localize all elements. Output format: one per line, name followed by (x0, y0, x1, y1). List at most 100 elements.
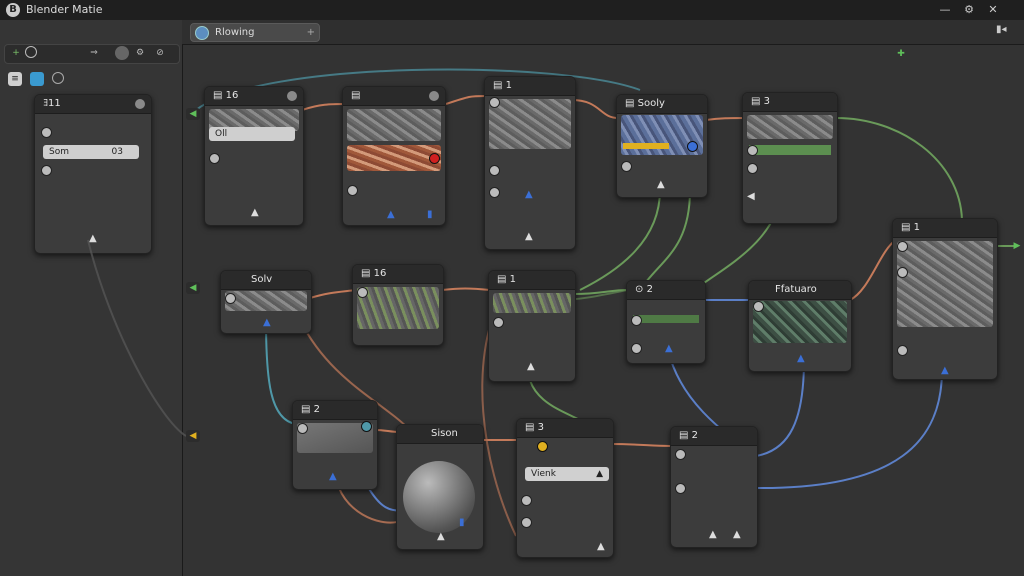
expand-arrow-icon[interactable]: ▲ (525, 231, 533, 242)
socket-icon[interactable] (209, 153, 220, 164)
color-socket-icon[interactable] (429, 153, 440, 164)
socket-icon[interactable] (621, 161, 632, 172)
socket-icon[interactable] (753, 301, 764, 312)
socket-icon[interactable] (897, 241, 908, 252)
expand-arrow-icon[interactable]: ▲ (597, 541, 605, 552)
input-arrow-icon[interactable]: ▲ (665, 343, 673, 354)
group-input-icon[interactable]: ◀ (186, 108, 200, 120)
node-1-field[interactable]: Oll (209, 127, 295, 141)
node-7[interactable]: Solv ▲ (220, 270, 312, 334)
collapse-icon[interactable] (429, 91, 439, 101)
socket-icon[interactable] (747, 163, 758, 174)
node-2[interactable]: ▤ ▲ ▮ (342, 86, 446, 226)
node-8[interactable]: ▤ 16 (352, 264, 444, 346)
color-socket-icon[interactable] (537, 441, 548, 452)
settings-icon[interactable]: ⚙ (964, 3, 974, 16)
socket-icon[interactable] (897, 267, 908, 278)
left-arrow-icon[interactable]: ◀ (747, 191, 755, 202)
node-9[interactable]: ▤ 1 ▲ (488, 270, 576, 382)
node-title: ▤ 3 (517, 419, 613, 438)
node-5[interactable]: ▤ 3 ◀ (742, 92, 838, 224)
input-arrow-icon[interactable]: ▲ (263, 317, 271, 328)
expand-arrow-icon[interactable]: ▲ (733, 529, 741, 540)
socket-icon[interactable] (41, 127, 52, 138)
texture-preview (747, 115, 833, 139)
socket-icon[interactable] (631, 315, 642, 326)
socket-icon[interactable] (897, 345, 908, 356)
socket-icon[interactable] (225, 293, 236, 304)
input-arrow-icon[interactable]: ▲ (525, 189, 533, 200)
left-node-field[interactable]: Som 03 (43, 145, 139, 159)
socket-icon[interactable] (521, 517, 532, 528)
play-icon[interactable] (52, 72, 64, 84)
socket-icon[interactable] (489, 187, 500, 198)
group-input-icon[interactable]: ◀ (186, 282, 200, 294)
add-icon[interactable]: + (12, 48, 20, 58)
node-4[interactable]: ▤ Sooly ▲ (616, 94, 708, 198)
socket-icon[interactable] (347, 185, 358, 196)
panel-toggle-icon[interactable]: ▮◂ (996, 24, 1007, 35)
editor-tab[interactable]: Rlowing + (190, 23, 320, 42)
socket-icon[interactable] (747, 145, 758, 156)
expand-arrow-icon[interactable]: ▲ (657, 179, 665, 190)
title-bar: B Blender Matie — ⚙ ✕ (0, 0, 1024, 21)
node-title: ▤ 2 (671, 427, 757, 446)
file-icon[interactable]: ▮ (427, 209, 433, 220)
field-label: Som (49, 147, 69, 157)
node-10[interactable]: ⊙ 2 ▲ (626, 280, 706, 364)
socket-icon[interactable] (521, 495, 532, 506)
file-icon[interactable]: ▮ (459, 517, 465, 528)
shader-socket-icon[interactable] (361, 421, 372, 432)
node-15[interactable]: ▤ 2 ▲ ▲ (670, 426, 758, 548)
world-icon[interactable] (115, 46, 129, 60)
socket-icon[interactable] (675, 483, 686, 494)
texture-preview (347, 145, 441, 171)
node-3[interactable]: ▤ 1 ▲ ▲ (484, 76, 576, 250)
expand-arrow-icon[interactable]: ▲ (251, 207, 259, 218)
blender-logo-icon: B (6, 3, 20, 17)
minimize-button[interactable]: — (939, 3, 951, 16)
expand-arrow-icon[interactable]: ▲ (709, 529, 717, 540)
node-12[interactable]: ▤ 2 ▲ (292, 400, 378, 490)
expand-arrow-icon[interactable]: ▲ (437, 531, 445, 542)
node-11[interactable]: Ffatuaro ▲ (748, 280, 852, 372)
node-14-field[interactable]: Vienk ▲ (525, 467, 609, 481)
node-9-title: 1 (509, 274, 517, 285)
pin-icon[interactable]: ✚ (897, 49, 905, 59)
list-icon[interactable]: ≡ (8, 72, 22, 86)
node-14[interactable]: ▤ 3 Vienk ▲ ▲ (516, 418, 614, 558)
disabled-icon[interactable]: ⊘ (156, 48, 164, 58)
left-node[interactable]: ﾖ11 Som 03 ▲ (34, 94, 152, 254)
forward-icon[interactable]: ⇒ (90, 48, 98, 58)
gear-icon[interactable]: ⚙ (135, 48, 145, 58)
collapse-icon[interactable] (287, 91, 297, 101)
node-13[interactable]: Sison ▮ ▲ (396, 424, 484, 550)
group-input-icon[interactable]: ◀ (186, 430, 200, 442)
collapse-icon[interactable] (135, 99, 145, 109)
add-tab-icon[interactable]: + (306, 27, 315, 38)
socket-icon[interactable] (41, 165, 52, 176)
input-arrow-icon[interactable]: ▲ (941, 365, 949, 376)
expand-arrow-icon[interactable]: ▲ (527, 361, 535, 372)
circle-icon[interactable] (25, 46, 37, 58)
field-label: Vienk (531, 469, 556, 479)
socket-icon[interactable] (493, 317, 504, 328)
node-3-title: 1 (505, 80, 513, 91)
node-6[interactable]: ▤ 1 ▲ (892, 218, 998, 380)
input-arrow-icon[interactable]: ▲ (329, 471, 337, 482)
green-bar (633, 315, 699, 323)
input-arrow-icon[interactable]: ▲ (797, 353, 805, 364)
group-output-icon[interactable]: ▶ (1013, 241, 1021, 251)
socket-icon[interactable] (357, 287, 368, 298)
socket-icon[interactable] (489, 97, 500, 108)
close-button[interactable]: ✕ (988, 3, 998, 16)
node-1[interactable]: ▤ 16 Oll ▲ (204, 86, 304, 226)
socket-icon[interactable] (489, 165, 500, 176)
socket-icon[interactable] (675, 449, 686, 460)
socket-icon[interactable] (297, 423, 308, 434)
socket-icon[interactable] (631, 343, 642, 354)
image-icon[interactable] (30, 72, 44, 86)
vector-socket-icon[interactable] (687, 141, 698, 152)
input-arrow-icon[interactable]: ▲ (387, 209, 395, 220)
expand-arrow-icon[interactable]: ▲ (89, 233, 97, 244)
